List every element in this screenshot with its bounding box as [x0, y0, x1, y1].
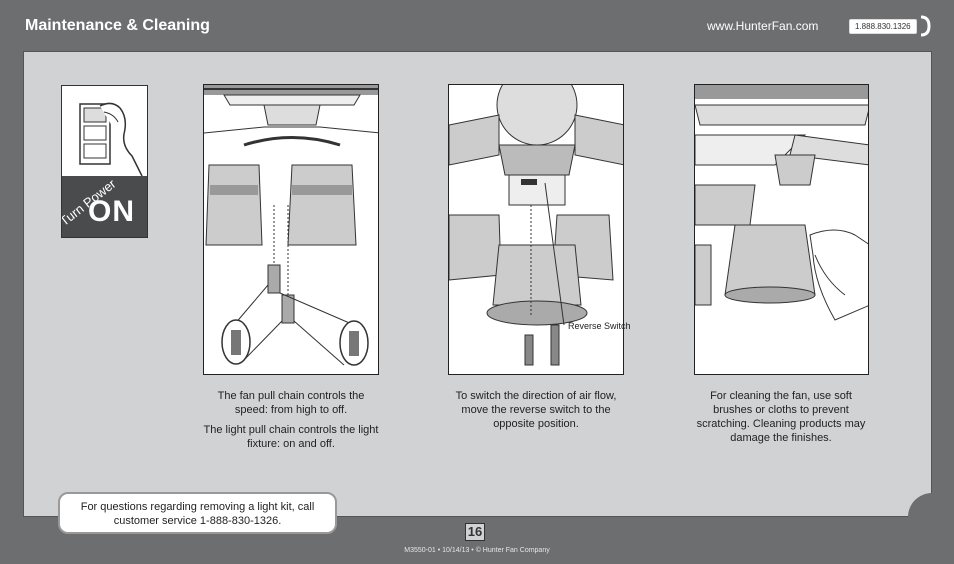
content-corner	[908, 493, 932, 517]
header-url[interactable]: www.HunterFan.com	[707, 19, 818, 33]
footer-text: M3550-01 • 10/14/13 • © Hunter Fan Compa…	[0, 547, 954, 554]
reverse-switch-label: Reverse Switch	[568, 321, 631, 332]
fan-chain-caption: The fan pull chain controls the speed: f…	[200, 389, 382, 417]
pull-chain-illustration	[203, 84, 379, 375]
cleaning-caption: For cleaning the fan, use soft brushes o…	[690, 389, 872, 445]
light-chain-caption: The light pull chain controls the light …	[200, 423, 382, 451]
reverse-switch-caption: To switch the direction of air flow, mov…	[444, 389, 628, 431]
light-switch-icon	[62, 86, 148, 176]
cleaning-illustration	[694, 84, 869, 375]
page-number: 16	[465, 523, 485, 541]
header-phone: 1.888.830.1326	[849, 19, 917, 34]
turn-power-on-graphic: Turn Power ON	[61, 85, 148, 238]
customer-service-callout: For questions regarding removing a light…	[58, 492, 337, 534]
switch-hand-illustration	[62, 86, 148, 176]
on-label: ON	[88, 195, 135, 229]
header-title: Maintenance & Cleaning	[25, 17, 210, 35]
phone-icon	[918, 15, 932, 37]
